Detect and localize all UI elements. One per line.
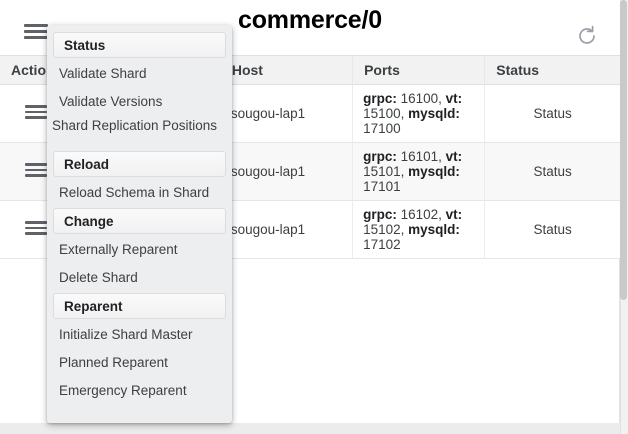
port-value: 17101 xyxy=(363,179,401,194)
menu-item[interactable]: Shard Replication Positions xyxy=(51,118,218,133)
menu-item[interactable]: Validate Shard xyxy=(59,66,147,81)
hamburger-icon[interactable] xyxy=(24,22,48,40)
vertical-scrollbar[interactable] xyxy=(620,0,628,434)
row-menu-icon[interactable] xyxy=(25,220,48,236)
content-card: commerce/0 xyxy=(0,0,620,423)
menu-section-header: Reload xyxy=(53,151,226,177)
port-value: 16100, xyxy=(400,91,442,106)
menu-item[interactable]: Reload Schema in Shard xyxy=(59,185,210,200)
cell-ports: grpc: 16100, vt: 15100, mysqld: 17100 xyxy=(352,84,486,143)
row-menu-icon[interactable] xyxy=(25,162,48,178)
cell-ports: grpc: 16102, vt: 15102, mysqld: 17102 xyxy=(352,200,486,259)
cell-status[interactable]: Status xyxy=(484,200,620,259)
port-name: vt: xyxy=(445,207,463,222)
port-value: 15102, xyxy=(363,222,405,237)
column-header-ports-label: Ports xyxy=(364,62,400,78)
port-value: 17100 xyxy=(363,121,401,136)
column-header-host: Host xyxy=(220,55,354,85)
port-name: grpc: xyxy=(363,207,397,222)
menu-section-header: Change xyxy=(53,208,226,234)
port-name: vt: xyxy=(445,149,463,164)
hamburger-bar xyxy=(24,24,48,27)
column-header-action-label: Action xyxy=(11,62,55,78)
page-title: commerce/0 xyxy=(238,6,382,34)
menu-section-header: Reparent xyxy=(53,293,226,319)
hamburger-bar xyxy=(24,36,48,39)
port-name: mysqld: xyxy=(408,222,460,237)
column-header-status-label: Status xyxy=(496,62,540,78)
cell-ports: grpc: 16101, vt: 15101, mysqld: 17101 xyxy=(352,142,486,201)
scrollbar-thumb[interactable] xyxy=(620,0,627,300)
column-header-host-label: Host xyxy=(231,62,263,78)
hamburger-bar xyxy=(24,30,48,33)
cell-host: sougou-lap1 xyxy=(220,142,354,201)
menu-section-header: Status xyxy=(53,32,226,58)
port-name: mysqld: xyxy=(408,164,460,179)
menu-item[interactable]: Externally Reparent xyxy=(59,242,178,257)
menu-item[interactable]: Delete Shard xyxy=(59,270,138,285)
row-menu-icon[interactable] xyxy=(25,104,48,120)
port-value: 15100, xyxy=(363,106,405,121)
menu-item[interactable]: Initialize Shard Master xyxy=(59,327,193,342)
column-header-ports: Ports xyxy=(352,55,486,85)
port-value: 16101, xyxy=(400,149,442,164)
port-name: mysqld: xyxy=(408,106,460,121)
port-value: 16102, xyxy=(400,207,442,222)
cell-status[interactable]: Status xyxy=(484,142,620,201)
menu-item[interactable]: Validate Versions xyxy=(59,94,163,109)
column-header-status: Status xyxy=(484,55,620,85)
port-name: vt: xyxy=(445,91,463,106)
menu-item[interactable]: Emergency Reparent xyxy=(59,383,187,398)
cell-host: sougou-lap1 xyxy=(220,84,354,143)
menu-item[interactable]: Planned Reparent xyxy=(59,355,168,370)
port-name: grpc: xyxy=(363,91,397,106)
cell-host: sougou-lap1 xyxy=(220,200,354,259)
port-value: 17102 xyxy=(363,237,401,252)
cell-status[interactable]: Status xyxy=(484,84,620,143)
port-name: grpc: xyxy=(363,149,397,164)
port-value: 15101, xyxy=(363,164,405,179)
refresh-icon[interactable] xyxy=(575,24,599,48)
